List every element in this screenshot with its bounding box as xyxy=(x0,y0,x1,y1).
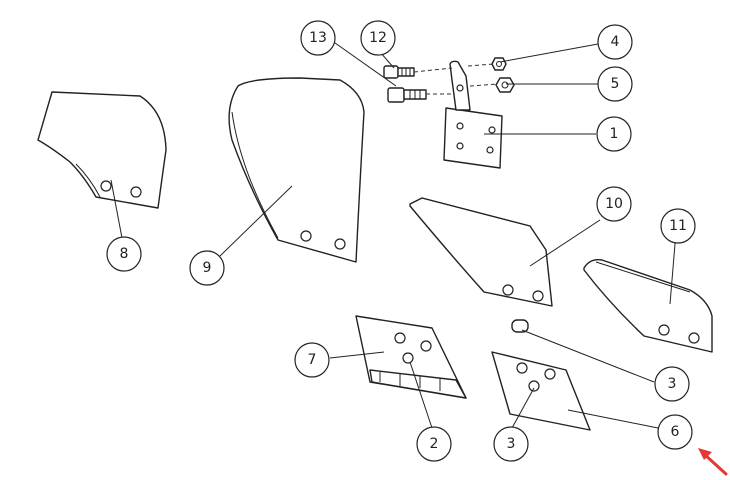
callout-10-label: 10 xyxy=(605,196,623,212)
callout-5-label: 5 xyxy=(611,76,620,92)
callout-7-label: 7 xyxy=(308,352,317,368)
callout-3-right: 3 xyxy=(654,366,690,402)
callout-8-label: 8 xyxy=(120,246,129,262)
callout-9: 9 xyxy=(189,250,225,286)
part-7-share xyxy=(355,315,467,399)
callout-9-label: 9 xyxy=(203,260,212,276)
callout-12: 12 xyxy=(360,20,396,56)
nut-5-axis xyxy=(469,83,499,87)
bushing-3 xyxy=(511,319,529,333)
part-11-blade xyxy=(583,258,713,353)
bolt-12 xyxy=(383,65,415,79)
callout-1: 1 xyxy=(596,116,632,152)
callout-4-label: 4 xyxy=(611,34,620,50)
callout-2: 2 xyxy=(416,426,452,462)
callout-3-bottom-label: 3 xyxy=(507,436,516,452)
callout-6: 6 xyxy=(657,414,693,450)
bolt-12-axis xyxy=(413,67,453,73)
nut-5 xyxy=(495,77,515,93)
callout-4: 4 xyxy=(597,24,633,60)
callout-11: 11 xyxy=(660,208,696,244)
part-9-blade xyxy=(228,77,365,263)
red-arrow-icon xyxy=(698,448,728,476)
callout-13: 13 xyxy=(300,20,336,56)
part-6-share xyxy=(491,351,591,431)
leader-lines xyxy=(110,37,677,429)
callout-10: 10 xyxy=(596,186,632,222)
callout-6-label: 6 xyxy=(671,424,680,440)
callout-1-label: 1 xyxy=(610,126,619,142)
part-8-blade xyxy=(37,91,167,209)
part-1-bracket xyxy=(443,60,503,169)
bolt-13 xyxy=(387,87,427,103)
callout-12-label: 12 xyxy=(369,30,387,46)
callout-8: 8 xyxy=(106,236,142,272)
nut-4 xyxy=(491,57,507,71)
callout-3-right-label: 3 xyxy=(668,376,677,392)
part-10-blade xyxy=(409,197,553,307)
nut-4-axis xyxy=(467,63,495,67)
callout-5: 5 xyxy=(597,66,633,102)
callout-11-label: 11 xyxy=(669,218,687,234)
callout-2-label: 2 xyxy=(430,436,439,452)
callout-3-bottom: 3 xyxy=(493,426,529,462)
callout-7: 7 xyxy=(294,342,330,378)
callout-13-label: 13 xyxy=(309,30,327,46)
